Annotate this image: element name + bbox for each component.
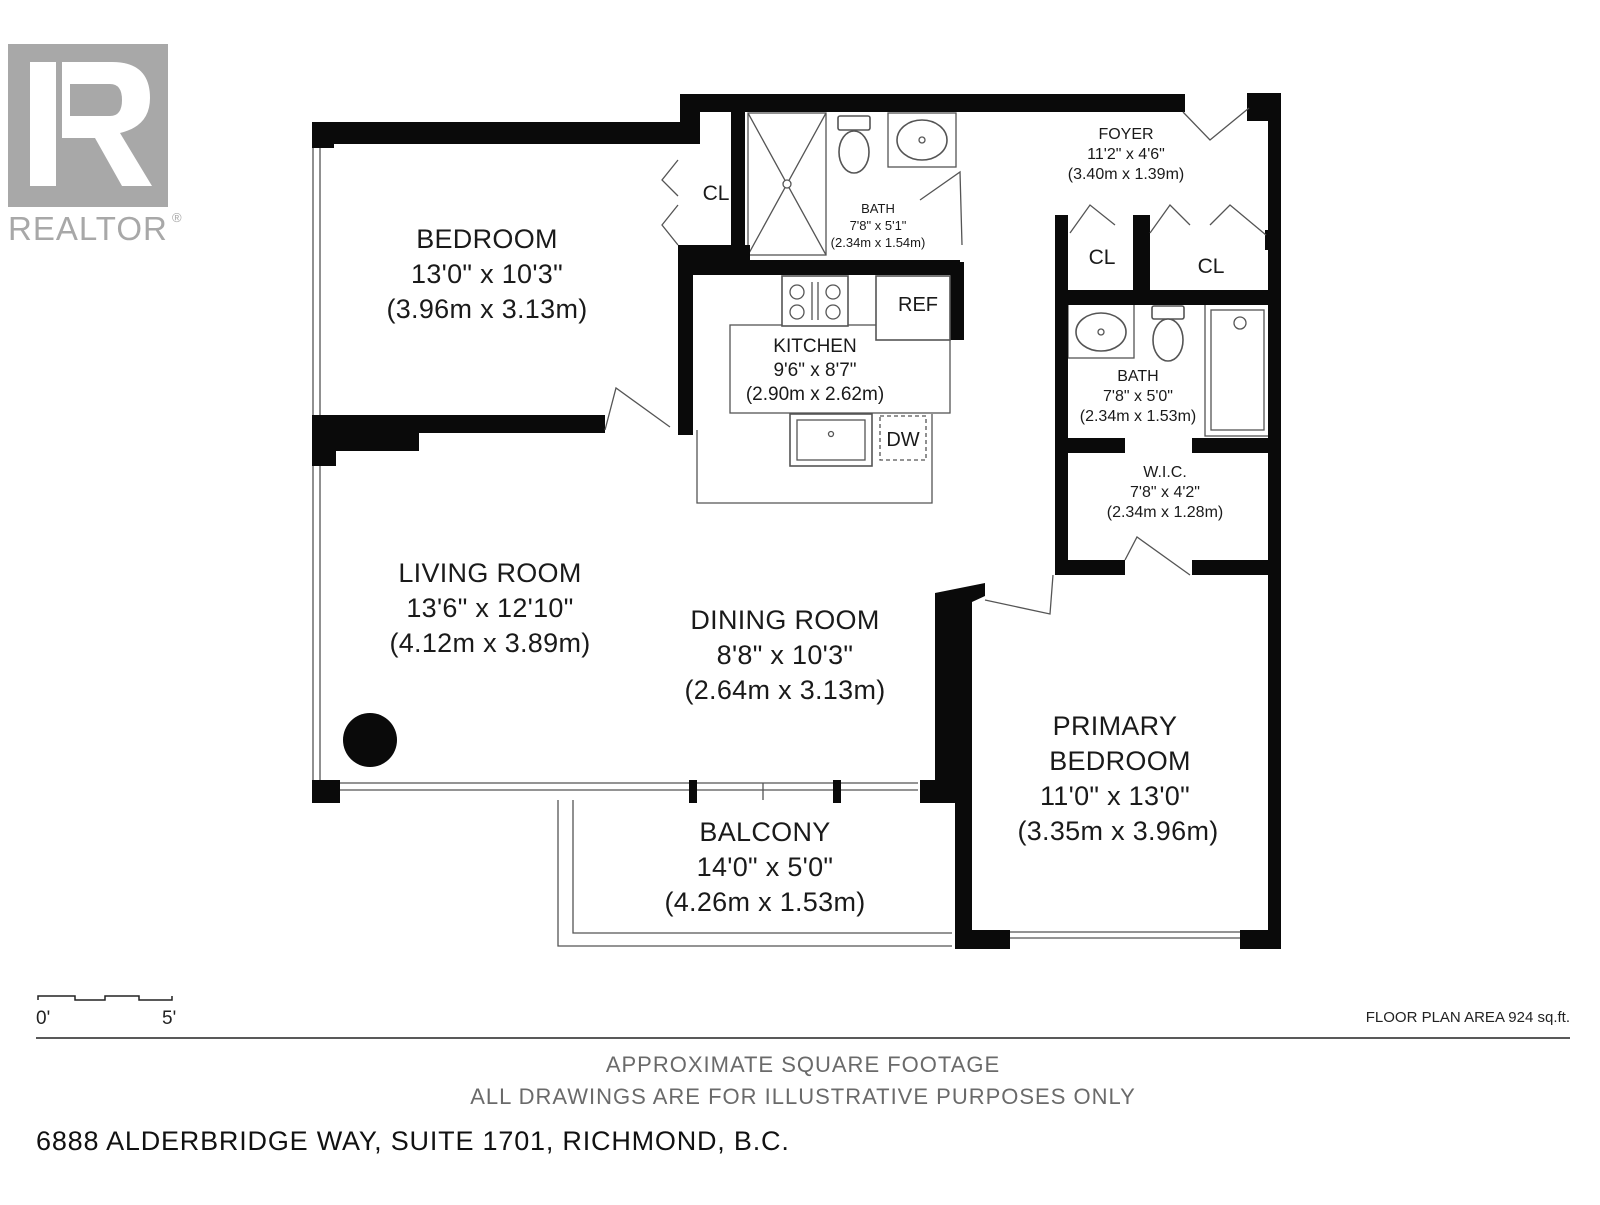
- structural-column: [343, 713, 397, 767]
- balcony-name: BALCONY: [699, 817, 830, 847]
- room-primary-bedroom: PRIMARY BEDROOM 11'0" x 13'0" (3.35m x 3…: [1017, 711, 1218, 846]
- primary-name-line1: PRIMARY: [1053, 711, 1178, 741]
- room-bath-right: BATH 7'8" x 5'0" (2.34m x 1.53m): [1080, 368, 1196, 425]
- room-balcony: BALCONY 14'0" x 5'0" (4.26m x 1.53m): [664, 817, 865, 917]
- primary-dim-metric: (3.35m x 3.96m): [1017, 816, 1218, 846]
- bath-right-dim-metric: (2.34m x 1.53m): [1080, 408, 1196, 425]
- bedroom-dim-metric: (3.96m x 3.13m): [386, 294, 587, 324]
- balcony-dim-metric: (4.26m x 1.53m): [664, 887, 865, 917]
- stove: [781, 275, 849, 327]
- disclaimer-line2: ALL DRAWINGS ARE FOR ILLUSTRATIVE PURPOS…: [470, 1084, 1136, 1109]
- balcony-dim-imperial: 14'0" x 5'0": [697, 852, 834, 882]
- property-address: 6888 ALDERBRIDGE WAY, SUITE 1701, RICHMO…: [36, 1126, 790, 1156]
- room-living: LIVING ROOM 13'6" x 12'10" (4.12m x 3.89…: [389, 558, 590, 658]
- closet-label-bedroom: CL: [703, 182, 730, 205]
- dishwasher-label: DW: [886, 429, 919, 451]
- refrigerator: [875, 275, 951, 341]
- dishwasher: [879, 415, 927, 461]
- bath-right-dim-imperial: 7'8" x 5'0": [1103, 388, 1173, 405]
- dining-name: DINING ROOM: [690, 605, 879, 635]
- kitchen-sink: [789, 413, 873, 467]
- living-name: LIVING ROOM: [398, 558, 581, 588]
- kitchen-dim-metric: (2.90m x 2.62m): [746, 384, 884, 405]
- bath-top-dim-metric: (2.34m x 1.54m): [831, 235, 926, 250]
- scale-bar: 0' 5': [36, 995, 176, 1029]
- wic-name: W.I.C.: [1143, 464, 1187, 481]
- room-kitchen: KITCHEN 9'6" x 8'7" (2.90m x 2.62m): [746, 336, 884, 405]
- scale-start-label: 0': [36, 1008, 50, 1029]
- refrigerator-label: REF: [898, 294, 938, 316]
- room-bath-top: BATH 7'8" x 5'1" (2.34m x 1.54m): [831, 201, 926, 250]
- bedroom-dim-imperial: 13'0" x 10'3": [411, 259, 563, 289]
- fixtures: [343, 115, 1185, 767]
- wic-dim-metric: (2.34m x 1.28m): [1107, 504, 1223, 521]
- room-bedroom: BEDROOM 13'0" x 10'3" (3.96m x 3.13m): [386, 224, 587, 324]
- floor-plan-area: FLOOR PLAN AREA 924 sq.ft.: [1366, 1009, 1570, 1026]
- thin-outlines: [312, 112, 1271, 947]
- dining-dim-imperial: 8'8" x 10'3": [717, 640, 854, 670]
- bath-right-name: BATH: [1117, 368, 1158, 385]
- closet-label-foyer-left: CL: [1089, 246, 1116, 269]
- foyer-name: FOYER: [1098, 126, 1153, 143]
- living-dim-imperial: 13'6" x 12'10": [406, 593, 573, 623]
- walls: [312, 93, 1281, 949]
- room-labels: BEDROOM 13'0" x 10'3" (3.96m x 3.13m) BA…: [386, 126, 1224, 917]
- toilet-top-bath: [837, 115, 871, 174]
- scale-end-label: 5': [162, 1008, 176, 1029]
- primary-name-line2: BEDROOM: [1049, 746, 1191, 776]
- primary-dim-imperial: 11'0" x 13'0": [1040, 781, 1190, 811]
- foyer-dim-imperial: 11'2" x 4'6": [1087, 146, 1165, 163]
- bathtub: [1204, 303, 1271, 437]
- registered-mark: ®: [172, 210, 182, 225]
- closet-label-foyer-right: CL: [1198, 255, 1225, 278]
- foyer-dim-metric: (3.40m x 1.39m): [1068, 166, 1184, 183]
- living-dim-metric: (4.12m x 3.89m): [389, 628, 590, 658]
- room-dining: DINING ROOM 8'8" x 10'3" (2.64m x 3.13m): [684, 605, 885, 705]
- wic-dim-imperial: 7'8" x 4'2": [1130, 484, 1200, 501]
- sink-top-bath: [896, 119, 948, 161]
- toilet-right-bath: [1151, 305, 1185, 362]
- kitchen-dim-imperial: 9'6" x 8'7": [773, 360, 856, 381]
- bath-top-name: BATH: [861, 201, 895, 216]
- disclaimer-line1: APPROXIMATE SQUARE FOOTAGE: [606, 1052, 1000, 1077]
- room-foyer: FOYER 11'2" x 4'6" (3.40m x 1.39m): [1068, 126, 1184, 183]
- room-wic: W.I.C. 7'8" x 4'2" (2.34m x 1.28m): [1107, 464, 1223, 521]
- sink-right-bath: [1075, 312, 1127, 352]
- realtor-logo: REALTOR ®: [8, 44, 182, 247]
- bath-top-dim-imperial: 7'8" x 5'1": [850, 218, 907, 233]
- dining-dim-metric: (2.64m x 3.13m): [684, 675, 885, 705]
- doors: [604, 107, 1267, 615]
- kitchen-name: KITCHEN: [773, 336, 856, 357]
- realtor-wordmark: REALTOR: [8, 210, 168, 247]
- footer: 0' 5' FLOOR PLAN AREA 924 sq.ft. APPROXI…: [36, 995, 1570, 1156]
- bedroom-name: BEDROOM: [416, 224, 558, 254]
